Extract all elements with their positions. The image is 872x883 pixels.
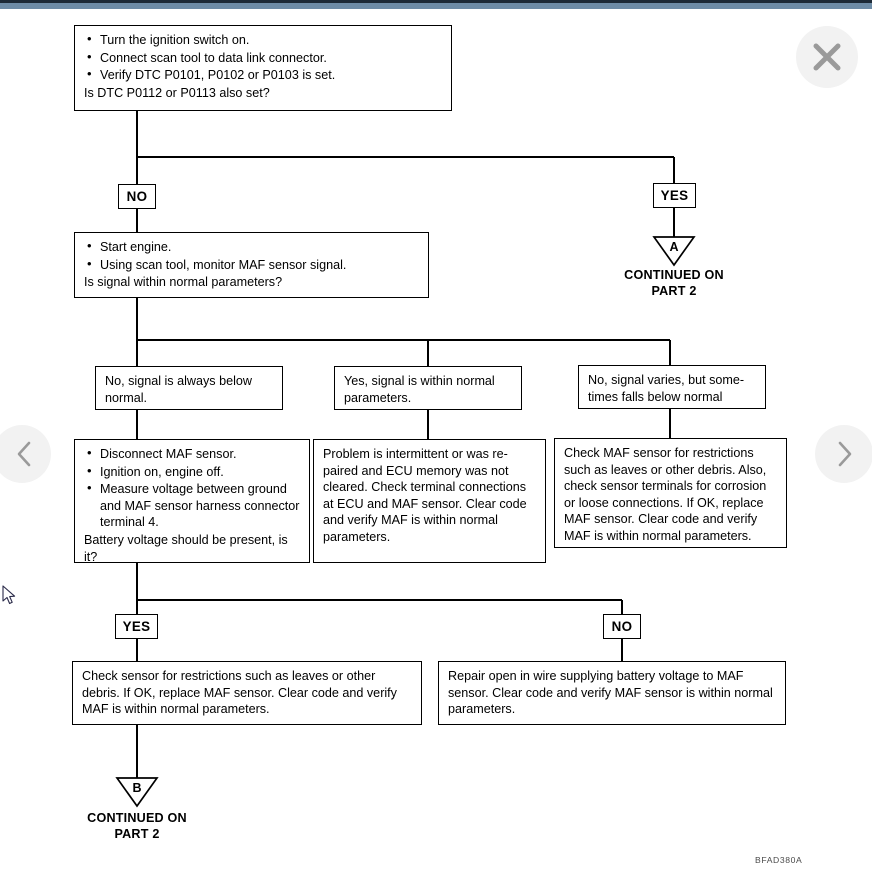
- step2-bullet-2: Using scan tool, monitor MAF sensor sign…: [87, 256, 420, 274]
- chevron-right-icon: [838, 441, 852, 467]
- result-left-text: No, signal is always below normal.: [105, 374, 252, 405]
- result-mid-text: Yes, signal is within normal parameters.: [344, 374, 495, 405]
- close-icon: [813, 43, 841, 71]
- step2-bullet-1: Start engine.: [87, 238, 420, 256]
- start-bullet-3: Verify DTC P0101, P0102 or P0103 is set.: [87, 66, 443, 84]
- connector-a-triangle: [652, 236, 696, 267]
- step2-question: Is signal within normal parameters?: [84, 275, 283, 290]
- action-left-question: Battery voltage should be present, is it…: [84, 532, 288, 564]
- label-no-top: NO: [118, 184, 156, 209]
- continued-line-2: PART 2: [651, 284, 697, 298]
- box-step2: Start engine. Using scan tool, monitor M…: [74, 232, 429, 298]
- continued-on-part2-top: CONTINUED ON PART 2: [594, 267, 754, 299]
- connector-a-letter: A: [669, 240, 679, 254]
- label-yes-top: YES: [653, 183, 696, 208]
- start-bullet-2: Connect scan tool to data link connector…: [87, 49, 443, 67]
- connector-b-letter: B: [132, 781, 142, 795]
- action-left-bullet-2: Ignition on, engine off.: [87, 463, 301, 481]
- continued-bottom-line-1: CONTINUED ON: [87, 811, 187, 825]
- continued-line-1: CONTINUED ON: [624, 268, 724, 282]
- box-result-mid: Yes, signal is within normal parameters.: [334, 366, 522, 410]
- result-right-text: No, signal varies, but some-times falls …: [588, 373, 745, 404]
- label-no-bottom: NO: [603, 614, 641, 639]
- action-left-bullet-1: Disconnect MAF sensor.: [87, 445, 301, 463]
- chevron-left-icon: [17, 441, 31, 467]
- box-action-right: Check MAF sensor for restrictions such a…: [554, 438, 787, 548]
- box-start: Turn the ignition switch on. Connect sca…: [74, 25, 452, 111]
- action-mid-text: Problem is intermittent or was re-paired…: [323, 447, 527, 544]
- final-right-text: Repair open in wire supplying battery vo…: [448, 669, 773, 717]
- previous-image-button[interactable]: [0, 425, 51, 483]
- connector-b-triangle: [115, 777, 159, 808]
- box-result-right: No, signal varies, but some-times falls …: [578, 365, 766, 409]
- box-final-right: Repair open in wire supplying battery vo…: [438, 661, 786, 725]
- label-yes-bottom: YES: [115, 614, 158, 639]
- box-result-left: No, signal is always below normal.: [95, 366, 283, 410]
- action-left-bullet-3: Measure voltage between ground and MAF s…: [87, 480, 301, 531]
- next-image-button[interactable]: [815, 425, 872, 483]
- box-action-left: Disconnect MAF sensor. Ignition on, engi…: [74, 439, 310, 564]
- viewer-top-bar: [0, 0, 872, 9]
- close-button[interactable]: [796, 26, 858, 88]
- continued-bottom-line-2: PART 2: [114, 827, 160, 841]
- reference-code: BFAD380A: [755, 855, 803, 865]
- box-action-mid: Problem is intermittent or was re-paired…: [313, 439, 546, 563]
- final-left-text: Check sensor for restrictions such as le…: [82, 669, 397, 717]
- start-question: Is DTC P0112 or P0113 also set?: [84, 85, 270, 100]
- box-final-left: Check sensor for restrictions such as le…: [72, 661, 422, 725]
- mouse-cursor: [2, 585, 16, 605]
- continued-on-part2-bottom: CONTINUED ON PART 2: [57, 810, 217, 842]
- start-bullet-1: Turn the ignition switch on.: [87, 31, 443, 49]
- action-right-text: Check MAF sensor for restrictions such a…: [564, 446, 767, 543]
